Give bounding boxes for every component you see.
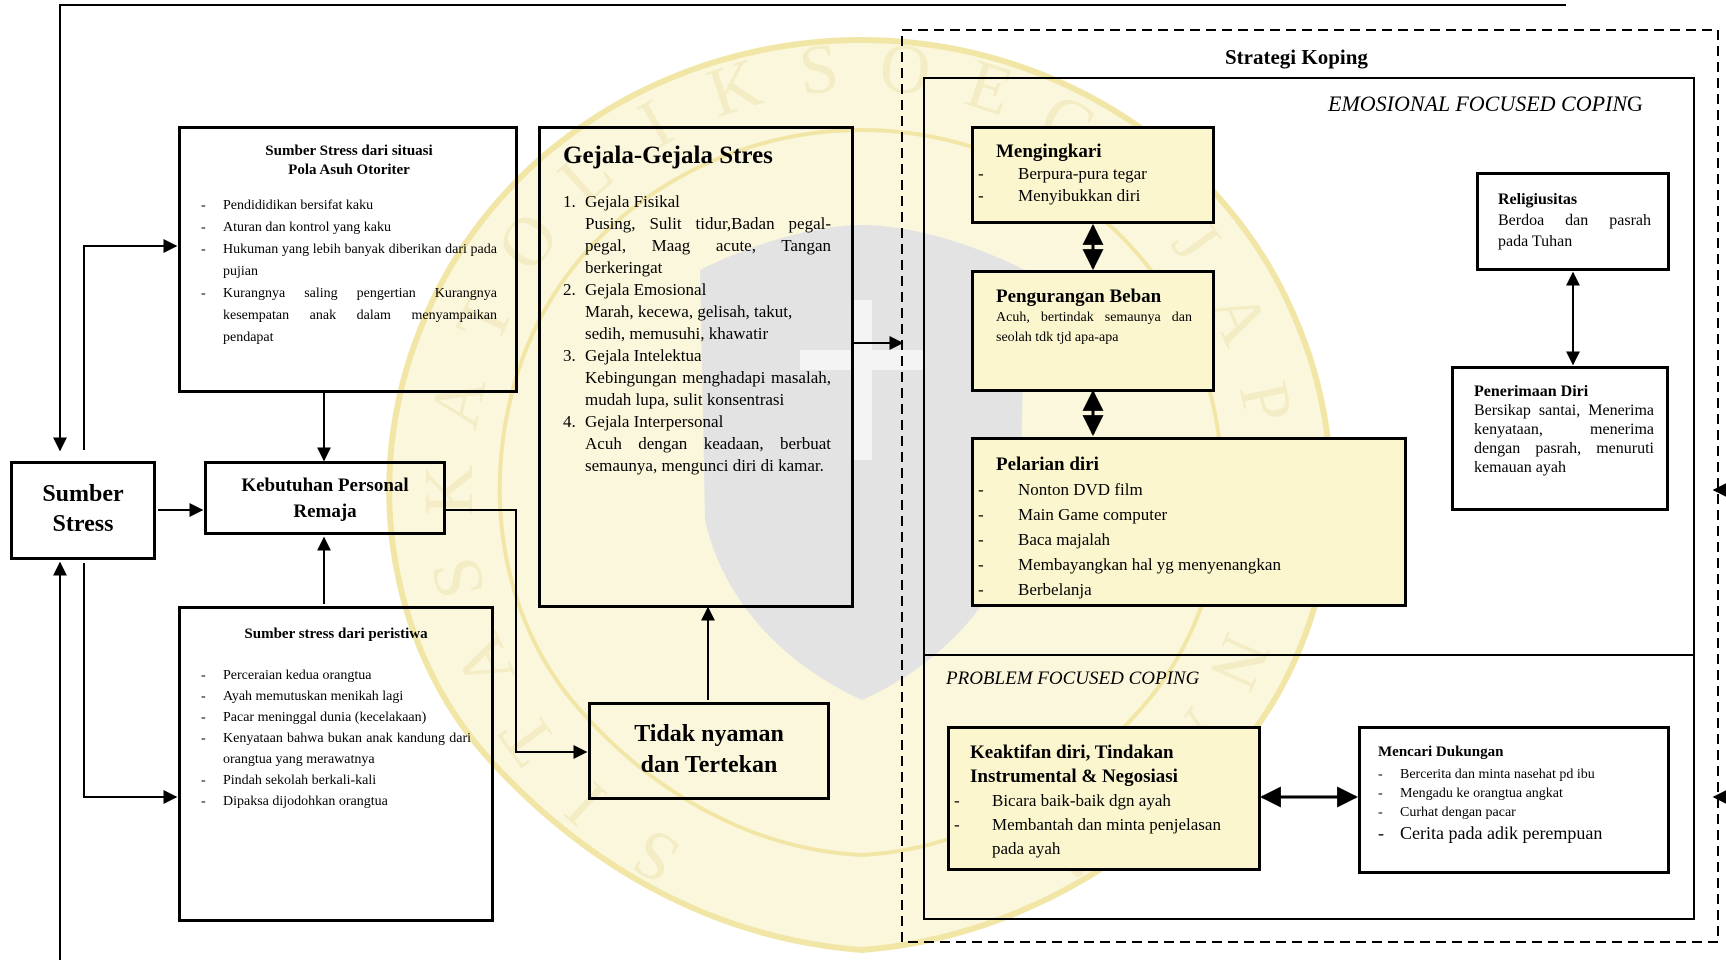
otoriter-box: Sumber Stress dari situasi Pola Asuh Oto… (178, 126, 518, 393)
arrow-kebutuhan-tidaknyaman (446, 509, 588, 759)
keaktifan-box: Keaktifan diri, Tindakan Instrumental & … (947, 726, 1261, 871)
gejala-title: Gejala-Gejala Stres (563, 142, 773, 169)
arrow-to-peristiwa (83, 563, 178, 804)
tidak-nyaman-line-2: dan Tertekan (640, 752, 778, 778)
mengingkari-box: Mengingkari Berpura-pura tegar Menyibukk… (971, 126, 1215, 224)
otoriter-item: Pendididikan bersifat kaku (201, 195, 497, 217)
peristiwa-item: Ayah memutuskan menikah lagi (201, 686, 471, 707)
penerimaan-text: Bersikap santai, Menerima kenyataan, men… (1474, 402, 1654, 476)
emosional-label-end: G (1627, 91, 1643, 116)
strategi-title: Strategi Koping (1225, 45, 1368, 69)
dukungan-item: Bercerita dan minta nasehat pd ibu (1378, 765, 1657, 784)
tidak-nyaman-box: Tidak nyaman dan Tertekan (588, 702, 830, 800)
tidak-nyaman-line-1: Tidak nyaman (634, 721, 784, 747)
gejala-num: 2. (563, 280, 576, 299)
kebutuhan-box: Kebutuhan Personal Remaja (204, 461, 446, 535)
keaktifan-item: Membantah dan minta penjelasan pada ayah (952, 813, 1248, 861)
dukungan-item: Curhat dengan pacar (1378, 803, 1657, 822)
emosional-label-italic: EMOSIONAL FOCUSED COPIN (1328, 91, 1628, 116)
watermark-cross-v (852, 300, 872, 460)
pelarian-box: Pelarian diri Nonton DVD film Main Game … (971, 437, 1407, 607)
problem-frame (923, 654, 1695, 920)
peristiwa-box: Sumber stress dari peristiwa Perceraian … (178, 606, 494, 922)
peristiwa-item: Perceraian kedua orangtua (201, 665, 471, 686)
problem-label: PROBLEM FOCUSED COPING (946, 668, 1200, 689)
religiusitas-title: Religiusitas (1498, 191, 1578, 208)
keaktifan-title-1: Keaktifan diri, Tindakan (970, 742, 1174, 763)
gejala-box: Gejala-Gejala Stres 1. Gejala Fisikal Pu… (538, 126, 854, 608)
pelarian-item: Main Game computer (976, 502, 1394, 527)
gejala-text: Pusing, Sulit tidur,Badan pegal-pegal, M… (585, 214, 831, 277)
mengingkari-item: Menyibukkan diri (976, 185, 1202, 207)
dukungan-item: Cerita pada adik perempuan (1378, 822, 1657, 844)
otoriter-item: Hukuman yang lebih banyak diberikan dari… (201, 239, 497, 283)
peristiwa-item: Pindah sekolah berkali-kali (201, 770, 471, 791)
arrow-to-otoriter (83, 239, 178, 450)
strategi-koping-frame (901, 29, 1719, 943)
religiusitas-text: Berdoa dan pasrah pada Tuhan (1498, 212, 1651, 250)
emosional-label: EMOSIONAL FOCUSED COPING (1328, 91, 1643, 117)
gejala-text: Acuh dengan keadaan, berbuat semaunya, m… (585, 434, 831, 475)
gejala-num: 3. (563, 346, 576, 365)
pelarian-item: Baca majalah (976, 527, 1394, 552)
kebutuhan-line-1: Kebutuhan Personal (241, 475, 409, 496)
gejala-num: 1. (563, 192, 576, 211)
gejala-item: 4. Gejala Interpersonal Acuh dengan kead… (563, 411, 831, 477)
otoriter-title-1: Sumber Stress dari situasi (265, 143, 433, 159)
gejala-item: 3. Gejala Intelektua Kebingungan menghad… (563, 345, 831, 411)
sumber-stress-box: Sumber Stress (10, 461, 156, 560)
gejala-item: 2. Gejala Emosional Marah, kecewa, gelis… (563, 279, 831, 345)
penerimaan-title: Penerimaan Diri (1474, 383, 1589, 400)
peristiwa-item: Pacar meninggal dunia (kecelakaan) (201, 707, 471, 728)
peristiwa-item: Kenyataan bahwa bukan anak kandung dari … (201, 728, 471, 770)
pelarian-item: Nonton DVD film (976, 477, 1394, 502)
gejala-head: Gejala Fisikal (585, 192, 680, 211)
gejala-head: Gejala Emosional (585, 280, 707, 299)
peristiwa-title: Sumber stress dari peristiwa (244, 626, 428, 642)
mengingkari-item: Berpura-pura tegar (976, 163, 1202, 185)
gejala-num: 4. (563, 412, 576, 431)
gejala-item: 1. Gejala Fisikal Pusing, Sulit tidur,Ba… (563, 191, 831, 279)
pengurangan-text: Acuh, bertindak semaunya dan seolah tdk … (996, 310, 1192, 345)
sumber-stress-label: Sumber Stress (42, 481, 124, 537)
keaktifan-title-2: Instrumental & Negosiasi (970, 766, 1178, 787)
watermark-shield-shape (700, 225, 1025, 700)
gejala-head: Gejala Interpersonal (585, 412, 724, 431)
watermark-letter: S (795, 29, 842, 110)
pengurangan-title: Pengurangan Beban (996, 286, 1162, 307)
penerimaan-box: Penerimaan Diri Bersikap santai, Menerim… (1451, 366, 1669, 511)
gejala-text: Marah, kecewa, gelisah, takut, sedih, me… (585, 302, 793, 343)
otoriter-title-2: Pola Asuh Otoriter (288, 162, 410, 178)
dukungan-title: Mencari Dukungan (1378, 744, 1504, 760)
watermark-cross-h (800, 350, 924, 370)
keaktifan-item: Bicara baik-baik dgn ayah (952, 789, 1248, 813)
otoriter-item: Kurangnya saling pengertian Kurangnya ke… (201, 283, 497, 349)
watermark-letter: K (411, 465, 488, 516)
pelarian-item: Berbelanja (976, 577, 1394, 602)
outer-frame-line (53, 4, 1566, 452)
dukungan-box: Mencari Dukungan Bercerita dan minta nas… (1358, 726, 1670, 874)
religiusitas-box: Religiusitas Berdoa dan pasrah pada Tuha… (1476, 172, 1670, 271)
pengurangan-box: Pengurangan Beban Acuh, bertindak semaun… (971, 270, 1215, 392)
kebutuhan-line-2: Remaja (293, 501, 357, 522)
gejala-head: Gejala Intelektua (585, 346, 702, 365)
otoriter-item: Aturan dan kontrol yang kaku (201, 217, 497, 239)
dukungan-item: Mengadu ke orangtua angkat (1378, 784, 1657, 803)
pelarian-title: Pelarian diri (996, 454, 1099, 475)
gejala-text: Kebingungan menghadapi masalah, mudah lu… (585, 368, 831, 409)
pelarian-item: Membayangkan hal yg menyenangkan (976, 552, 1394, 577)
mengingkari-title: Mengingkari (996, 141, 1102, 162)
peristiwa-item: Dipaksa dijodohkan orangtua (201, 791, 471, 812)
